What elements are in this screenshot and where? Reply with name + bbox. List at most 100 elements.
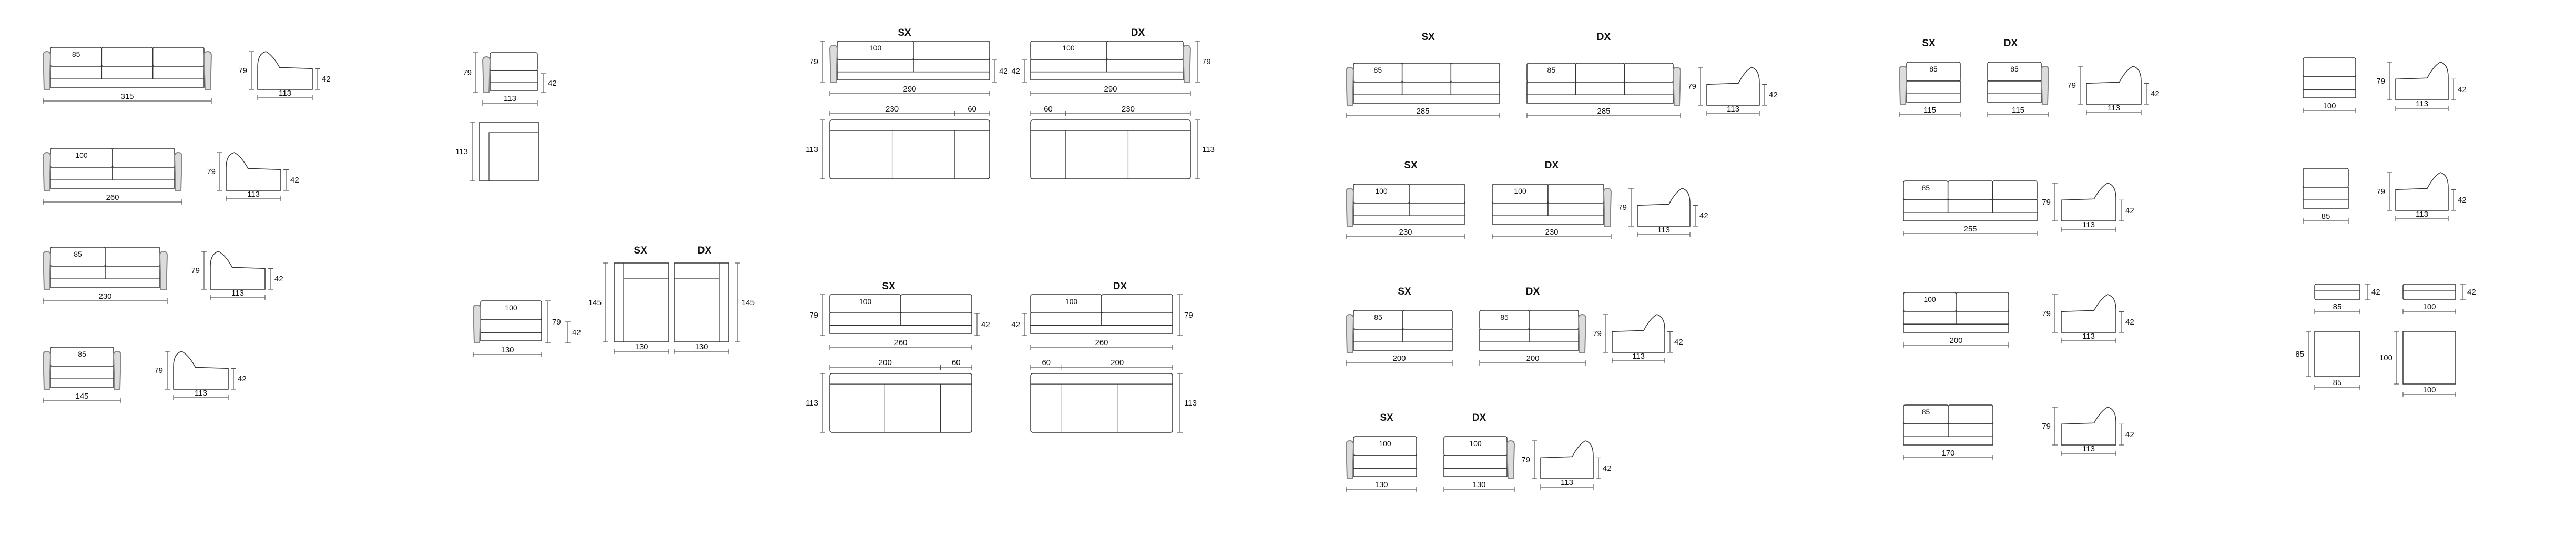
height-dimension: 42 <box>2451 78 2467 100</box>
dimension-label: 60 <box>1042 358 1051 367</box>
height-dimension: 145 <box>735 262 755 342</box>
dimension-label: 42 <box>2125 318 2134 327</box>
armrest <box>203 50 212 90</box>
dimension-label: 42 <box>238 375 247 383</box>
width-dimension: 60 <box>940 358 972 370</box>
width-dimension: 130 <box>473 346 542 357</box>
dimension-label: 200 <box>1111 358 1124 367</box>
dimension-label: 113 <box>1727 105 1739 114</box>
back-cushion <box>1529 310 1579 330</box>
height-dimension: 42 <box>2119 311 2134 333</box>
seat-depth-label: 100 <box>1923 295 1936 304</box>
height-dimension: 79 <box>545 300 561 343</box>
dimension-label: 200 <box>879 358 892 367</box>
width-dimension: 100 <box>2402 386 2456 397</box>
dimension-label: 113 <box>2416 99 2428 108</box>
seat-cushion <box>1030 312 1102 326</box>
seat-depth-label: 100 <box>1375 187 1388 195</box>
height-dimension: 79 <box>1177 294 1193 336</box>
seat-depth-label: 85 <box>72 50 80 58</box>
dimension-label: 145 <box>588 298 602 307</box>
width-dimension: 113 <box>2395 99 2449 111</box>
dimension-label: 113 <box>195 389 207 398</box>
armrest <box>1345 66 1355 106</box>
width-dimension: 230 <box>43 292 168 304</box>
seat-depth-label: 100 <box>505 304 517 312</box>
dimension-label: 130 <box>1374 480 1388 489</box>
width-dimension: 200 <box>1903 336 2009 348</box>
seat-cushion <box>1101 312 1173 326</box>
width-dimension: 130 <box>1443 480 1515 492</box>
dimension-label: 130 <box>501 346 514 355</box>
dx-label: DX <box>1545 160 1559 171</box>
width-dimension: 113 <box>2061 332 2116 343</box>
dimension-label: 100 <box>2422 302 2436 311</box>
dimension-label: 42 <box>1011 320 1020 329</box>
seat-cushion <box>2303 187 2349 200</box>
dx-label: DX <box>1597 32 1611 43</box>
dimension-label: 113 <box>504 94 516 103</box>
side-profile <box>226 152 281 191</box>
sofa-front-view <box>482 52 538 93</box>
seat-depth-label: 100 <box>1065 297 1078 306</box>
height-dimension: 79 <box>1593 314 1608 353</box>
width-dimension: 113 <box>210 289 266 300</box>
height-dimension: 79 <box>1687 67 1703 106</box>
height-dimension: 113 <box>1195 119 1215 179</box>
width-dimension: 115 <box>1899 106 1961 117</box>
width-dimension: 130 <box>674 342 729 354</box>
sofa-front-view: 100 <box>1030 41 1192 83</box>
width-dimension: 130 <box>614 342 669 354</box>
back-cushion <box>101 47 154 67</box>
seat-cushion <box>1030 59 1107 73</box>
back-cushion <box>105 247 160 267</box>
width-dimension: 230 <box>1346 228 1465 239</box>
height-dimension: 79 <box>1618 188 1634 227</box>
width-dimension: 113 <box>2086 104 2142 115</box>
dx-label: DX <box>1526 286 1540 297</box>
dimension-label: 79 <box>2067 81 2076 90</box>
sofa-side-view <box>2061 294 2116 333</box>
sx-label: SX <box>634 245 647 256</box>
sofa-side-view <box>1637 188 1691 227</box>
dimension-label: 115 <box>1923 106 1936 115</box>
sofa-base <box>1906 93 1961 103</box>
height-dimension: 42 <box>2451 189 2467 211</box>
width-dimension: 290 <box>1030 85 1191 96</box>
seat-cushion <box>101 66 154 79</box>
back-cushion <box>1402 310 1453 330</box>
seat-depth-label: 85 <box>2010 65 2019 73</box>
dimension-label: 42 <box>548 79 557 88</box>
seat-cushion <box>1353 82 1403 95</box>
dimension-label: 42 <box>322 75 331 84</box>
sofa-front-view: 100 <box>1030 294 1173 334</box>
dx-label: DX <box>698 245 712 256</box>
dimension-label: 200 <box>1526 354 1539 363</box>
sofa-base <box>1903 323 2009 333</box>
height-dimension: 79 <box>238 51 254 90</box>
seat-depth-label: 85 <box>1929 65 1938 73</box>
sofa-base <box>1526 94 1674 104</box>
width-dimension: 255 <box>1903 225 2038 236</box>
armrest <box>42 250 52 290</box>
seat-cushion <box>1353 203 1410 216</box>
armrest <box>42 350 52 390</box>
dimension-label: 145 <box>75 392 88 401</box>
height-dimension: 42 <box>2460 284 2476 300</box>
sofa-plan-view <box>829 373 972 433</box>
dimension-label: 42 <box>1674 338 1683 347</box>
height-dimension: 100 <box>2379 331 2399 385</box>
armrest <box>1672 66 1682 106</box>
seat-cushion <box>50 167 113 180</box>
dimension-label: 79 <box>207 167 216 176</box>
dimension-label: 79 <box>1687 82 1696 91</box>
sofa-side-view <box>2086 66 2142 105</box>
width-dimension: 130 <box>1346 480 1417 492</box>
width-dimension: 230 <box>1065 105 1191 116</box>
